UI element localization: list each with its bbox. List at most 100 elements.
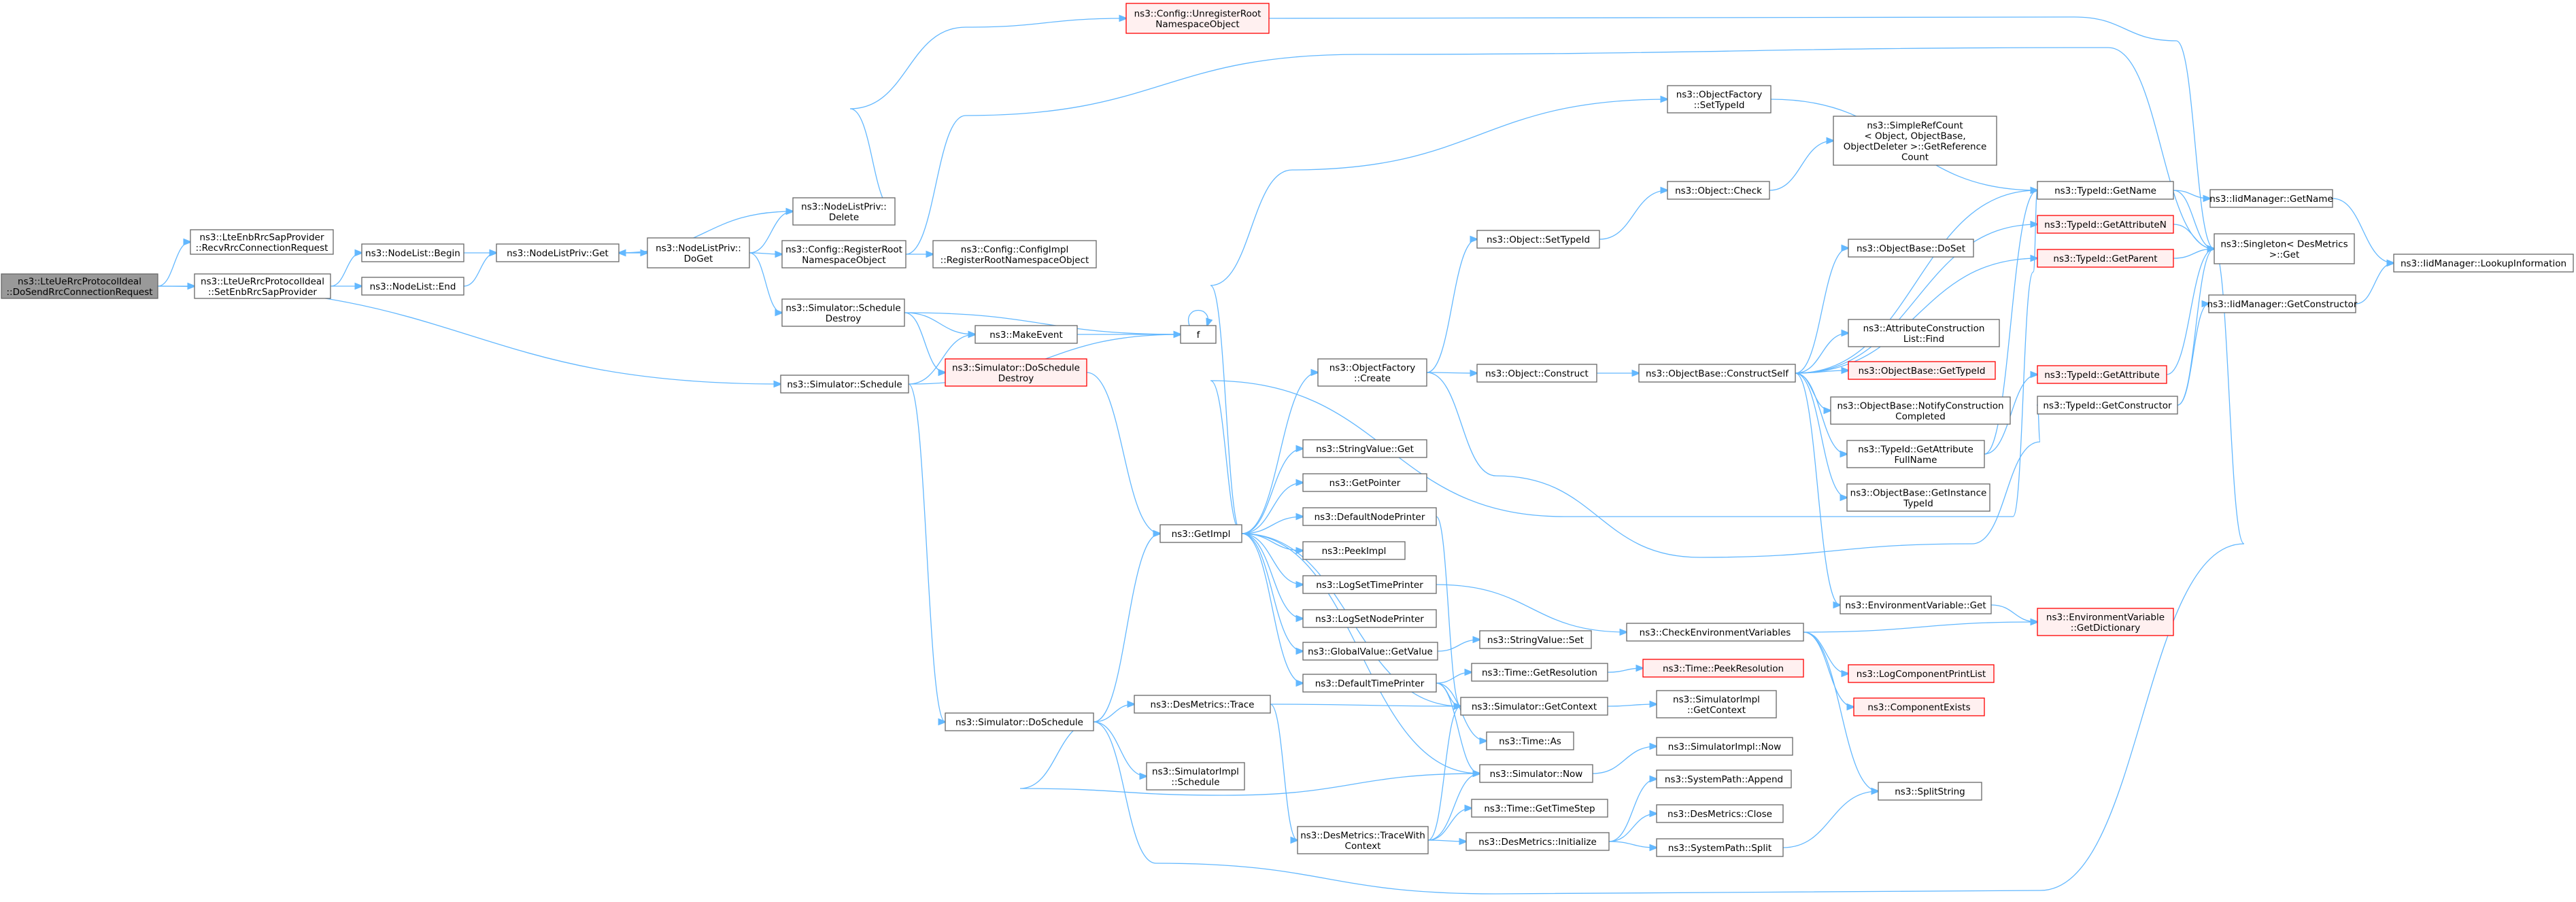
node-ns3-objectfactory-create[interactable]: ns3::ObjectFactory::Create [1317, 358, 1427, 387]
node-box[interactable] [1848, 239, 1974, 258]
node-box[interactable] [647, 237, 750, 268]
node-box[interactable] [361, 243, 464, 262]
node-box[interactable] [1159, 524, 1242, 543]
node-ns3-logsetnodeprinter[interactable]: ns3::LogSetNodePrinter [1302, 609, 1437, 628]
node-box[interactable] [1479, 764, 1593, 783]
node-box[interactable] [1656, 804, 1784, 823]
node-box[interactable] [1317, 358, 1427, 387]
node-ns3-desmetrics-initialize[interactable]: ns3::DesMetrics::Initialize [1465, 832, 1610, 851]
node-box[interactable] [2037, 365, 2167, 384]
node-box[interactable] [1656, 769, 1792, 788]
node-box[interactable] [1134, 695, 1271, 714]
node-ns3-splitstring[interactable]: ns3::SplitString [1878, 782, 1982, 801]
node-box[interactable] [1667, 181, 1770, 200]
node-box[interactable] [1297, 826, 1429, 854]
node-ns3-object-construct[interactable]: ns3::Object::Construct [1476, 364, 1597, 383]
node-box[interactable] [1848, 319, 2000, 347]
node-ns3-time-gettimestep[interactable]: ns3::Time::GetTimeStep [1471, 799, 1608, 818]
node-box[interactable] [1853, 697, 1985, 716]
node-ns3-stringvalue-get[interactable]: ns3::StringValue::Get [1302, 439, 1427, 458]
node-box[interactable] [1476, 230, 1600, 249]
node-box[interactable] [1125, 3, 1270, 34]
node-box[interactable] [496, 243, 620, 262]
node-box[interactable] [1878, 782, 1982, 801]
node-ns3-iidmanager-getconstructor[interactable]: ns3::IidManager::GetConstructor [2207, 294, 2358, 313]
node-ns3-object-settypeid[interactable]: ns3::Object::SetTypeId [1476, 230, 1600, 249]
node-box[interactable] [1471, 799, 1608, 818]
node-box[interactable] [194, 273, 331, 299]
node-ns3-time-getresolution[interactable]: ns3::Time::GetResolution [1471, 663, 1608, 682]
node-ns3-simulator-getcontext[interactable]: ns3::Simulator::GetContext [1460, 697, 1608, 716]
node-ns3-simulator-now[interactable]: ns3::Simulator::Now [1479, 764, 1593, 783]
node-ns3-typeid-getname[interactable]: ns3::TypeId::GetName [2037, 181, 2174, 200]
node-ns3-iidmanager-lookupinformation[interactable]: ns3::IidManager::LookupInformation [2393, 254, 2574, 273]
node-ns3-objectbase-constructself[interactable]: ns3::ObjectBase::ConstructSelf [1638, 364, 1796, 383]
node-ns3-nodelist-begin[interactable]: ns3::NodeList::Begin [361, 243, 464, 262]
node-box[interactable] [1465, 832, 1610, 851]
node-box[interactable] [1302, 473, 1427, 492]
node-box[interactable] [1180, 325, 1217, 344]
node-ns3-config-configimpl-registerrootnamespaceobject[interactable]: ns3::Config::ConfigImpl::RegisterRootNam… [932, 240, 1097, 268]
node-ns3-lteuerrcprotocolideal-setenbrrcsapprovider[interactable]: ns3::LteUeRrcProtocolIdeal::SetEnbRrcSap… [194, 273, 331, 299]
node-ns3-logsettimeprinter[interactable]: ns3::LogSetTimePrinter [1302, 575, 1437, 594]
node-ns3-defaultnodeprinter[interactable]: ns3::DefaultNodePrinter [1302, 507, 1437, 526]
node-ns3-simulator-schedule[interactable]: ns3::Simulator::Schedule [780, 375, 909, 394]
node-box[interactable] [2208, 294, 2356, 313]
node-box[interactable] [781, 298, 905, 327]
node-box[interactable] [1460, 697, 1608, 716]
node-ns3-config-registerroot-namespaceobject[interactable]: ns3::Config::RegisterRootNamespaceObject [781, 240, 906, 268]
node-box[interactable] [1846, 440, 1985, 468]
node-ns3-nodelistpriv-get[interactable]: ns3::NodeListPriv::Get [496, 243, 620, 262]
node-ns3-checkenvironmentvariables[interactable]: ns3::CheckEnvironmentVariables [1626, 623, 1804, 642]
node-box[interactable] [2037, 181, 2174, 200]
node-ns3-stringvalue-set[interactable]: ns3::StringValue::Set [1479, 630, 1592, 649]
node-box[interactable] [1840, 595, 1992, 614]
node-box[interactable] [1471, 663, 1608, 682]
node-ns3-nodelistpriv-doget[interactable]: ns3::NodeListPriv::DoGet [647, 237, 750, 268]
node-box[interactable] [1656, 737, 1793, 756]
node-ns3-typeid-getparent[interactable]: ns3::TypeId::GetParent [2037, 249, 2174, 268]
node-box[interactable] [2037, 249, 2174, 268]
node-ns3-desmetrics-close[interactable]: ns3::DesMetrics::Close [1656, 804, 1784, 823]
node-box[interactable] [1486, 731, 1574, 750]
node-box[interactable] [2037, 608, 2174, 636]
node-box[interactable] [190, 229, 334, 255]
node-ns3-componentexists[interactable]: ns3::ComponentExists [1853, 697, 1985, 716]
node-box[interactable] [1302, 575, 1437, 594]
node-ns3-getimpl[interactable]: ns3::GetImpl [1159, 524, 1242, 543]
node-box[interactable] [1626, 623, 1804, 642]
node-ns3-simplerefcount-object-objectbase-objectdeleter-getreference-count[interactable]: ns3::SimpleRefCount< Object, ObjectBase,… [1833, 116, 1997, 166]
node-ns3-peekimpl[interactable]: ns3::PeekImpl [1302, 541, 1406, 560]
node-box[interactable] [1638, 364, 1796, 383]
node-box[interactable] [1667, 85, 1772, 114]
node-box[interactable] [932, 240, 1097, 268]
node-ns3-typeid-getattribute[interactable]: ns3::TypeId::GetAttribute [2037, 365, 2167, 384]
node-f[interactable]: f [1180, 325, 1217, 344]
node-ns3-objectbase-notifyconstruction-completed[interactable]: ns3::ObjectBase::NotifyConstructionCompl… [1830, 396, 2011, 425]
node-ns3-lteenbrrcsapprovider-recvrrcconnectionrequest[interactable]: ns3::LteEnbRrcSapProvider::RecvRrcConnec… [190, 229, 334, 255]
node-ns3-time-peekresolution[interactable]: ns3::Time::PeekResolution [1642, 659, 1804, 678]
node-box[interactable] [1146, 762, 1245, 791]
node-ns3-environmentvariable-get[interactable]: ns3::EnvironmentVariable::Get [1840, 595, 1992, 614]
node-ns3-simulatorimpl-schedule[interactable]: ns3::SimulatorImpl::Schedule [1146, 762, 1245, 791]
node-box[interactable] [780, 375, 909, 394]
node-ns3-simulatorimpl-now[interactable]: ns3::SimulatorImpl::Now [1656, 737, 1793, 756]
node-ns3-nodelist-end[interactable]: ns3::NodeList::End [361, 277, 464, 296]
node-box[interactable] [1302, 541, 1406, 560]
node-ns3-iidmanager-getname[interactable]: ns3::IidManager::GetName [2209, 189, 2333, 208]
node-box[interactable] [1848, 361, 1996, 380]
node-box[interactable] [1642, 659, 1804, 678]
node-ns3-simulator-doschedule[interactable]: ns3::Simulator::DoSchedule [945, 712, 1094, 731]
node-ns3-systempath-split[interactable]: ns3::SystemPath::Split [1656, 838, 1784, 857]
node-box[interactable] [1830, 396, 2011, 425]
node-box[interactable] [945, 712, 1094, 731]
node-box[interactable] [1302, 507, 1437, 526]
node-ns3-getpointer[interactable]: ns3::GetPointer [1302, 473, 1427, 492]
node-ns3-systempath-append[interactable]: ns3::SystemPath::Append [1656, 769, 1792, 788]
node-box[interactable] [2037, 396, 2178, 415]
